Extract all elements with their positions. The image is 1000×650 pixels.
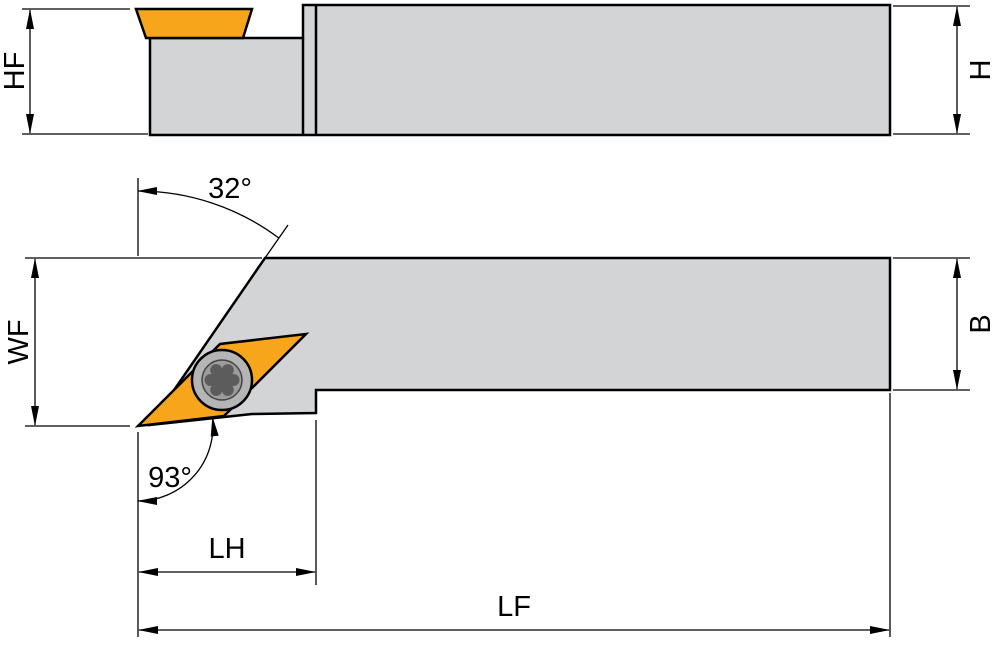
head-angle-arc bbox=[137, 187, 280, 239]
side-view-insert bbox=[134, 7, 254, 40]
side-view-tool-body bbox=[148, 3, 892, 137]
insert-clamp-screw bbox=[190, 348, 254, 412]
lf-dimension-label: LF bbox=[497, 591, 531, 623]
b-dimension-label: B bbox=[965, 314, 997, 333]
lf-dimension: LF bbox=[138, 393, 891, 637]
top-view: 32° 93° WF B LH bbox=[3, 173, 997, 637]
lead-angle-93: 93° bbox=[137, 416, 219, 505]
lead-angle-arc bbox=[137, 416, 219, 505]
wf-dimension: WF bbox=[3, 257, 262, 427]
side-view: HF H bbox=[0, 3, 997, 137]
lead-angle-label: 93° bbox=[148, 462, 192, 494]
b-dimension: B bbox=[893, 257, 997, 391]
head-angle-label: 32° bbox=[208, 173, 252, 205]
lh-dimension: LH bbox=[137, 420, 317, 637]
lh-dimension-label: LH bbox=[208, 533, 245, 565]
h-dimension-label: H bbox=[965, 60, 997, 81]
head-edge-extension-line bbox=[264, 224, 289, 259]
head-angle-32: 32° bbox=[137, 173, 280, 256]
wf-dimension-label: WF bbox=[3, 319, 35, 364]
hf-dimension-label: HF bbox=[0, 52, 31, 91]
h-dimension: H bbox=[893, 5, 997, 135]
hf-dimension: HF bbox=[0, 8, 148, 135]
torx-star-icon bbox=[204, 364, 240, 396]
